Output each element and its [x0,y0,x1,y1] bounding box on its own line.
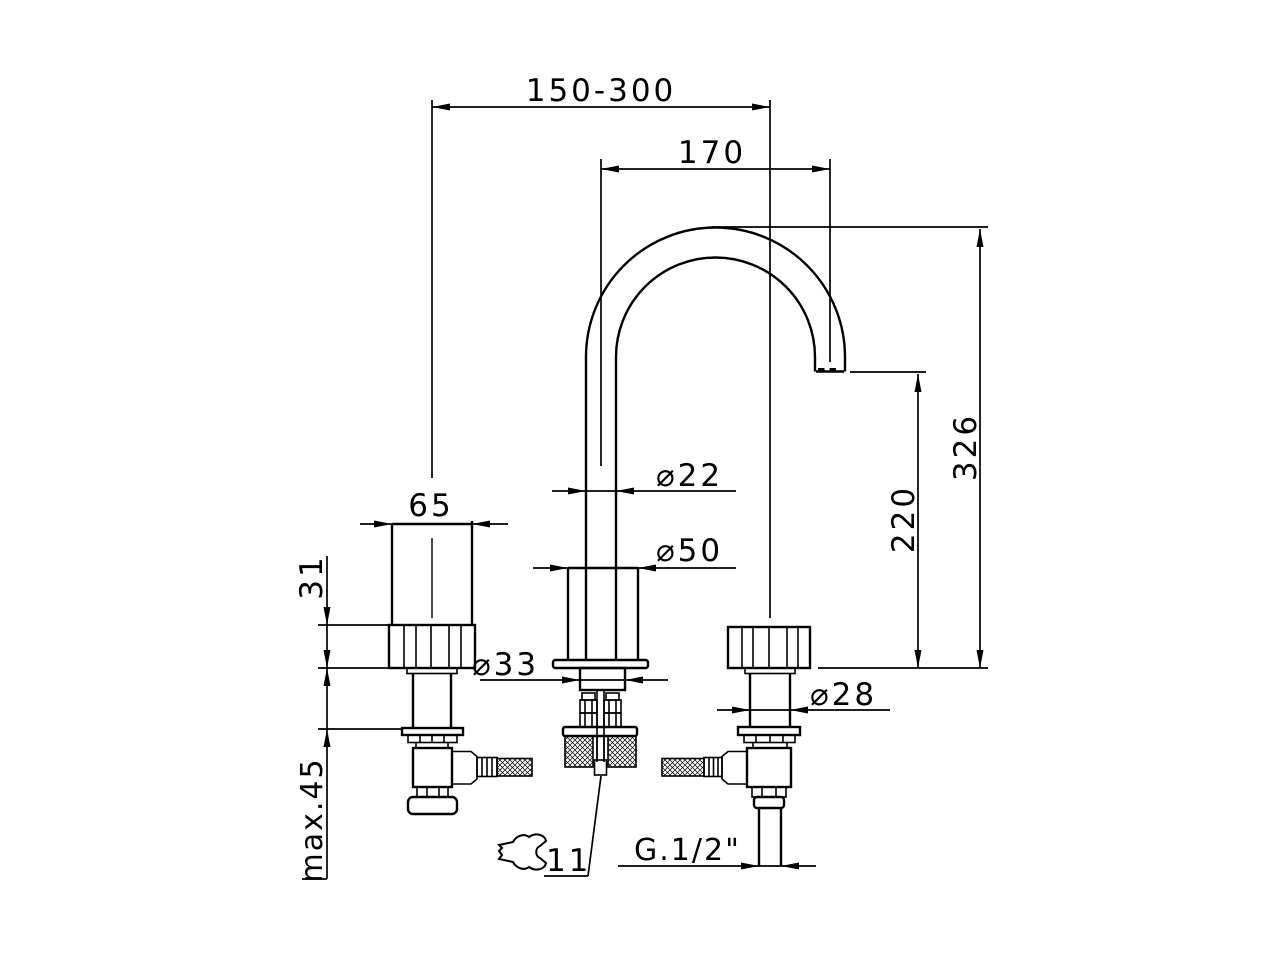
knurled-ring [387,623,477,670]
hose-nut [452,750,478,785]
dimension-labels: 150-300 170 326 220 65 31 max.45 ⌀22 ⌀50… [294,73,984,883]
braided-hose [496,757,533,777]
braided-hose [661,757,705,777]
deck-flange [400,726,465,737]
dim-total-height-label: 326 [948,413,984,481]
valve-body [411,746,454,789]
aerator-mark [829,368,836,372]
wrench-icon [496,833,548,871]
aerator-mark [818,368,825,372]
dim-spout-shank-label: ⌀33 [472,647,539,683]
dim-spout-tube-label: ⌀22 [656,458,723,494]
dim-spout-base-label: ⌀50 [656,533,723,569]
valve-cap [406,795,459,816]
dim-outlet-height-label: 220 [886,485,922,553]
dim-handle-height-label: 31 [294,554,330,599]
inlet-thread-label: G.1/2" [634,833,741,868]
dimension-arrowheads [323,103,984,870]
spout-fixing-set [561,690,639,776]
extension-lines [302,100,988,880]
fixing-stud-nut [593,759,608,776]
dim-spread-label: 150-300 [526,73,677,109]
wrench-size-label: 11 [546,843,591,879]
pipe-collar [752,795,786,810]
hose-nut [721,750,747,785]
hose-tail [564,735,594,768]
spout-base-flange [551,658,650,670]
dim-handle-diameter-label: 65 [408,488,453,524]
valve-body [745,746,793,789]
dim-max-mounting-label: max.45 [295,757,330,882]
spout [551,226,847,692]
right-valve [661,625,812,866]
dim-valve-shank-label: ⌀28 [810,677,877,713]
spout-shank [578,666,627,692]
dim-reach-label: 170 [678,135,746,171]
deck-flange [736,725,802,737]
mounting-washer [561,725,639,738]
left-handle [387,521,533,816]
hose-tail [607,735,637,768]
